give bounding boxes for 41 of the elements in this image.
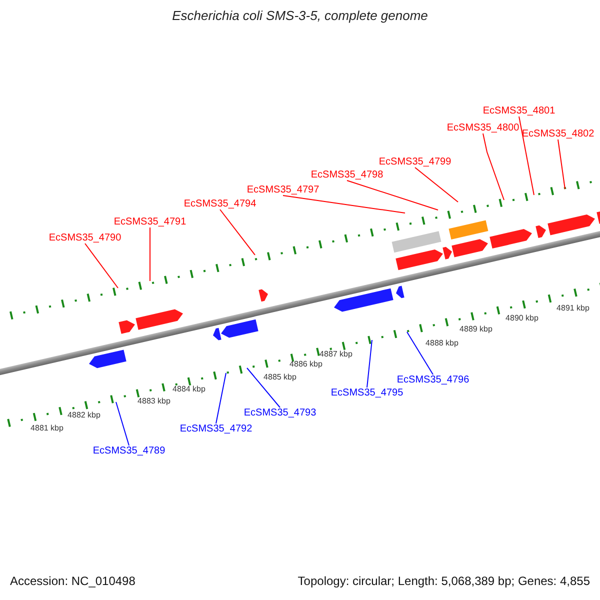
gene-label: EcSMS35_4795 [330,388,404,398]
leader-line [282,195,406,214]
leader-line [346,180,438,210]
gene-label: EcSMS35_4790 [48,232,122,244]
gene-label: EcSMS35_4793 [244,408,316,418]
leader-line [366,340,372,388]
leader-line [558,139,566,190]
leader-line [246,368,280,408]
gene-label: EcSMS35_4801 [482,106,556,116]
gene-label: EcSMS35_4791 [114,216,186,228]
scale-label: 4889 kbp [460,324,492,334]
scale-label: 4886 kbp [290,360,322,368]
gene-label: EcSMS35_4792 [180,424,252,434]
scale-label: 4885 kbp [264,372,296,382]
leader-line [518,116,534,196]
gene-label: EcSMS35_4796 [396,374,470,386]
leader-line [116,402,130,446]
gene-label: EcSMS35_4802 [522,128,594,140]
gene-label: EcSMS35_4789 [92,446,166,456]
scale-label: 4888 kbp [426,338,458,348]
scale-label: 4891 kbp [556,304,590,312]
leader-line [406,332,434,375]
gene-label: EcSMS35_4794 [184,198,256,210]
scale-label: 4883 kbp [138,396,170,406]
scale-label: 4884 kbp [172,384,206,394]
gene-label: EcSMS35_4797 [246,184,320,196]
footer-text: Topology: circular; Length: 5,068,389 bp; Genes: 4,855 [298,574,590,588]
leader-line [414,167,458,202]
leader-line [84,243,118,288]
gene-label: EcSMS35_4799 [378,156,452,168]
leader-line [216,372,226,424]
scale-label: 4882 kbp [68,410,100,420]
scale-label: 4890 kbp [506,314,538,322]
title: Escherichia coli SMS-3-5, complete genome [171,8,429,23]
footer-text: Accession: NC_010498 [10,574,136,588]
scale-label: 4887 kbp [320,350,352,358]
gene-label: EcSMS35_4800 [446,122,520,134]
leader-line [482,133,504,200]
scale-label: 4881 kbp [30,424,64,432]
leader-line [220,209,256,256]
gene-label: EcSMS35_4798 [310,170,384,180]
